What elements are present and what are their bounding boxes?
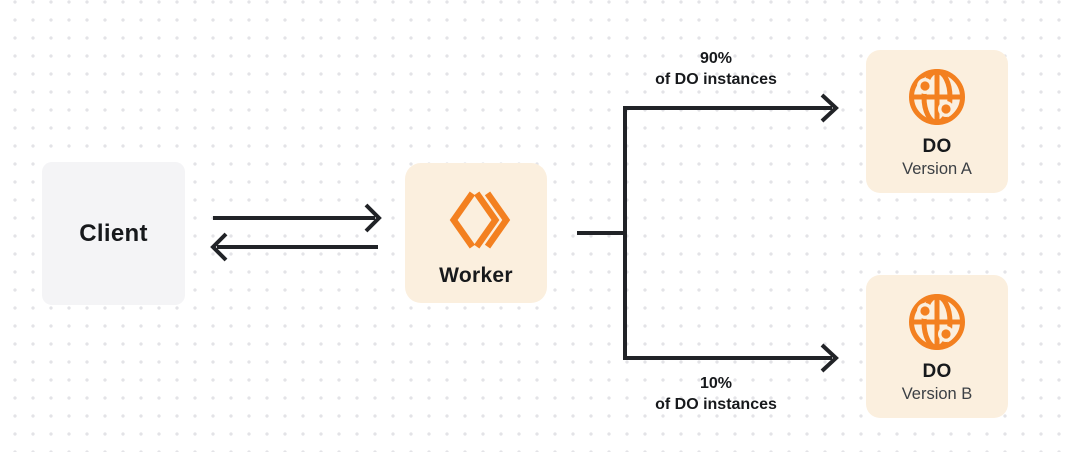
do-version-b-node: DO Version B [866,275,1008,418]
route-b-caption: of DO instances [655,396,777,413]
do-b-title: DO [922,360,952,382]
worker-to-client-arrow [210,232,378,262]
fork-to-do-b-arrow [623,343,839,373]
workers-chevrons-icon [449,191,511,249]
worker-node: Worker [405,163,547,303]
client-node: Client [42,162,185,305]
do-version-a-node: DO Version A [866,50,1008,193]
route-a-label: 90% of DO instances [611,48,821,90]
route-b-percent: 10% [699,375,733,392]
do-b-subtitle: Version B [901,384,973,403]
durable-object-globe-icon [909,68,965,125]
route-a-caption: of DO instances [655,71,777,88]
durable-object-globe-icon [909,293,965,350]
client-label: Client [79,219,148,247]
do-a-title: DO [922,135,952,157]
route-a-percent: 90% [699,50,733,67]
fork-to-do-a-arrow [623,93,839,123]
route-b-label: 10% of DO instances [611,373,821,415]
client-to-worker-arrow [213,203,382,233]
worker-fork-line [577,106,627,360]
worker-label: Worker [439,264,513,287]
do-a-subtitle: Version A [902,159,972,178]
